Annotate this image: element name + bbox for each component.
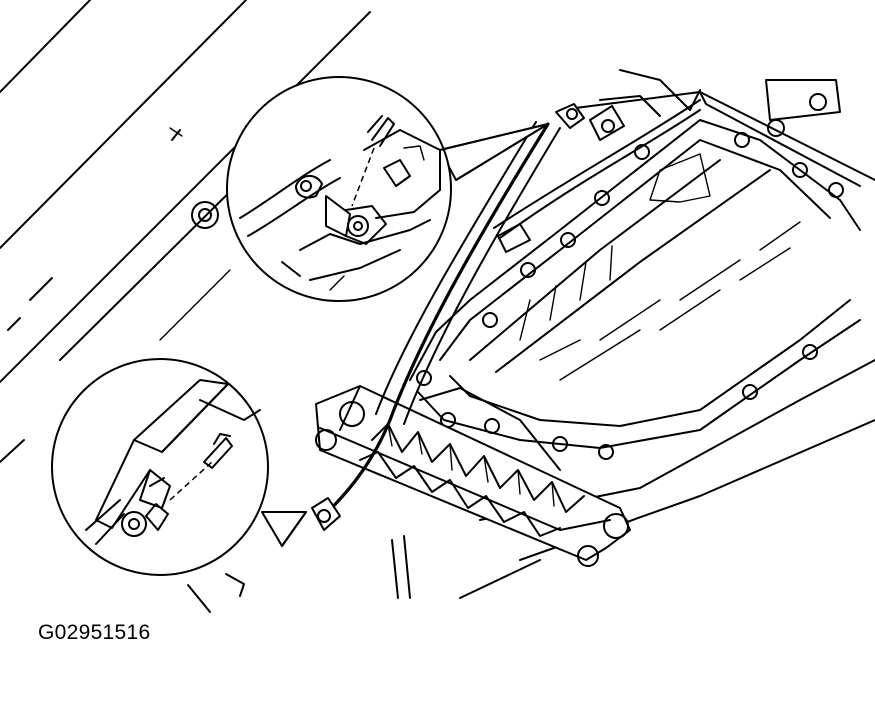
figure-id-label: G02951516	[38, 621, 151, 644]
crossmember	[315, 385, 631, 567]
upper-detail-callout	[226, 76, 549, 302]
oil-pan	[391, 69, 875, 599]
lower-detail-callout	[51, 358, 307, 576]
control-cable	[311, 99, 701, 531]
